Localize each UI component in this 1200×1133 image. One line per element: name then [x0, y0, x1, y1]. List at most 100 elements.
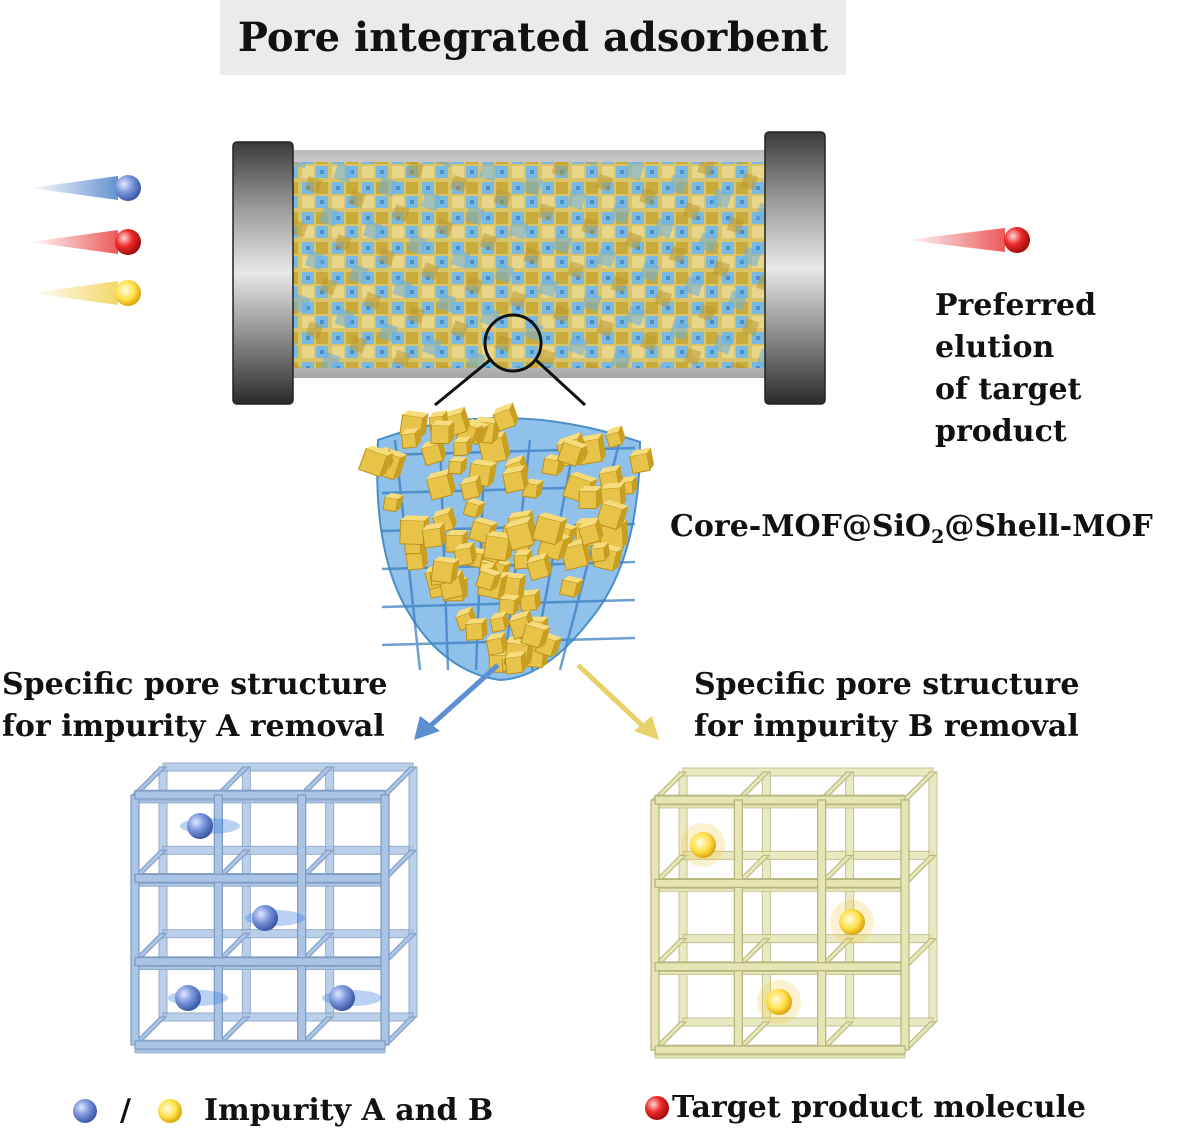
frame-bar	[380, 794, 390, 1046]
right-end-cap	[764, 131, 826, 405]
blue-trail	[30, 176, 118, 200]
shell-cube	[400, 427, 422, 450]
shell-cube	[629, 447, 655, 475]
trapped-b-3	[766, 989, 792, 1015]
left-end-cap	[232, 141, 294, 405]
frame-bar	[654, 1045, 906, 1055]
zoom-circle	[483, 313, 543, 373]
frame-bar	[408, 766, 418, 1018]
shell-cube	[505, 516, 538, 551]
frame-bar	[817, 799, 827, 1051]
frame-bar	[733, 799, 743, 1051]
frame-bar	[134, 957, 386, 967]
frame-bar	[241, 766, 251, 1018]
frame-bar	[928, 771, 938, 1023]
frame-bar	[654, 962, 906, 972]
composite-label-pre: Core-MOF@SiO	[670, 509, 932, 544]
impurity-b-molecule	[115, 280, 141, 306]
shell-cube	[447, 456, 468, 475]
frame-bar	[654, 878, 906, 888]
frame-rail	[654, 1054, 906, 1059]
shell-cube	[459, 474, 484, 501]
frame-bar	[678, 771, 688, 1023]
frame-bar	[682, 767, 934, 777]
trapped-a-3	[175, 985, 201, 1011]
frame-bar	[654, 795, 906, 805]
impurity-a-molecule	[115, 175, 141, 201]
shell-cube	[475, 567, 502, 592]
zoom-line-right	[534, 358, 587, 407]
trapped-impurity-b	[681, 823, 874, 1024]
frame-bar	[682, 934, 934, 944]
shell-cube	[595, 499, 629, 531]
trapped-b-1	[690, 832, 716, 858]
legend-impurity-a-dot	[73, 1099, 97, 1123]
yellow-trail	[30, 281, 118, 305]
frame-bar	[158, 766, 168, 1018]
eluted-molecule	[905, 227, 1030, 253]
shell-cube	[492, 402, 519, 432]
eluted-trail	[905, 228, 1005, 252]
frame-rail	[134, 966, 386, 970]
legend-dots	[73, 1096, 669, 1123]
frame-bar	[134, 873, 386, 883]
elution-line-1: Preferred elution	[935, 288, 1097, 365]
shell-cube	[430, 556, 460, 584]
trapped-a-2	[252, 905, 278, 931]
shell-cube	[498, 594, 521, 616]
red-trail	[30, 230, 118, 254]
branch-a-line-2: for impurity A removal	[2, 709, 385, 744]
composite-label-post: @Shell-MOF	[944, 509, 1153, 544]
legend-slash: /	[120, 1093, 131, 1128]
composite-label-sub: 2	[931, 526, 945, 548]
shell-cube	[462, 498, 486, 519]
frame-bar	[162, 929, 414, 939]
frame-rail	[654, 804, 906, 809]
frame-bar	[162, 762, 414, 772]
frame-bar	[130, 794, 140, 1046]
branch-b-label: Specific pore structure for impurity B r…	[694, 664, 1079, 748]
branch-b-line-1: Specific pore structure	[694, 667, 1080, 702]
arrow-to-b	[576, 663, 647, 730]
eluted-target-molecule	[1004, 227, 1030, 253]
frame-bar	[162, 845, 414, 855]
legend-target-label: Target product molecule	[672, 1090, 1087, 1125]
arrow-to-a	[426, 663, 500, 730]
shell-cube	[453, 541, 478, 567]
shell-cube	[489, 611, 510, 633]
frame-bar	[682, 1017, 934, 1027]
frame-bar	[325, 766, 335, 1018]
shell-cube	[526, 552, 553, 582]
shell-cube	[605, 425, 626, 449]
shell-cube	[504, 650, 528, 675]
frame-bar	[134, 790, 386, 800]
shell-cube	[430, 420, 455, 445]
legend-target-dot	[645, 1096, 669, 1120]
shell-cube	[421, 522, 447, 549]
frame-bar	[134, 1040, 386, 1050]
shell-cube	[520, 621, 551, 649]
zoom-line-left	[434, 358, 491, 407]
shell-cube	[619, 475, 638, 496]
trapped-a-4	[329, 985, 355, 1011]
shell-cube	[590, 542, 610, 563]
frame-bar	[162, 1012, 414, 1022]
legend-impurities-label: Impurity A and B	[204, 1093, 494, 1128]
elution-line-2: of target product	[935, 372, 1082, 449]
composite-label: Core-MOF@SiO2@Shell-MOF	[670, 506, 1153, 558]
page-title: Pore integrated adsorbent	[237, 14, 829, 61]
branch-a-line-1: Specific pore structure	[2, 667, 388, 702]
frame-rail	[134, 883, 386, 887]
adsorbent-column	[232, 131, 826, 407]
branch-a-label: Specific pore structure for impurity A r…	[2, 664, 387, 748]
frame-bar	[845, 771, 855, 1023]
shell-cube	[465, 617, 488, 641]
incoming-molecules	[30, 175, 141, 306]
frame-rail	[134, 799, 386, 804]
frame-rail	[654, 971, 906, 975]
framework-b	[650, 767, 938, 1059]
frame-bar	[900, 799, 910, 1051]
branch-arrows	[414, 663, 659, 740]
shell-mof-cubes	[358, 402, 655, 675]
